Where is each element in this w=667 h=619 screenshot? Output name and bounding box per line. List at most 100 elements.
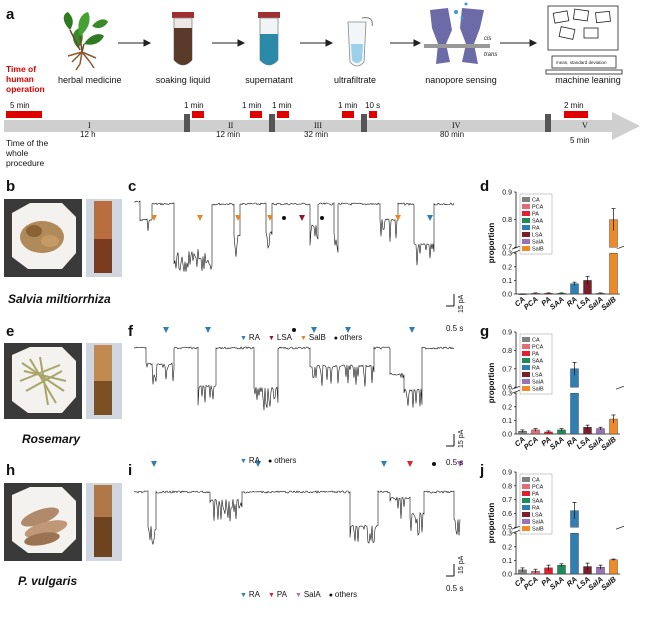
legend-text: RA: [248, 456, 260, 465]
y-tick-label: 0.2: [502, 404, 512, 411]
legend-label: PA: [532, 212, 539, 218]
step-soaking-liquid: soaking liquid: [155, 75, 211, 85]
legend-label: PA: [532, 492, 539, 498]
legend-swatch-sala: [522, 239, 530, 244]
step-machine-learning: machine leaning: [555, 75, 621, 85]
axis-break-mark: [511, 389, 521, 394]
rosemary-photo: [4, 343, 122, 419]
legend-label: SAA: [532, 359, 543, 365]
current-trace-0: [133, 200, 455, 272]
panel-label-h: h: [6, 462, 16, 479]
axis-break-gap: [513, 528, 519, 533]
current-trace-2: [133, 490, 461, 545]
y-tick-label: 0.7: [502, 366, 512, 373]
x-tick-label: SalB: [599, 574, 618, 592]
legend-item-lsa: ▼ LSA: [268, 333, 292, 342]
y-tick-label: 0.8: [502, 217, 512, 224]
y-tick-label: 0.6: [502, 511, 512, 518]
legend-label: PCA: [532, 205, 544, 211]
y-axis-label: proportion: [487, 363, 496, 404]
bar-salb: [609, 559, 618, 575]
panel-label-d: d: [480, 178, 490, 195]
y-axis-label: proportion: [487, 223, 496, 264]
axis-break-mark: [511, 249, 521, 254]
event-marker-1-4: [345, 327, 351, 333]
legend-swatch-ra: [522, 505, 530, 510]
legend-marker: ▼: [268, 335, 277, 342]
bar-chart-j: 0.00.10.20.30.50.60.70.80.9proportionCAP…: [487, 470, 625, 592]
event-marker-0-2: [235, 215, 241, 221]
phase-3-roman: III: [314, 121, 322, 130]
legend-label: CA: [532, 338, 540, 344]
legend-swatch-lsa: [522, 372, 530, 377]
legend-marker: ▼: [240, 335, 249, 342]
event-marker-0-1: [197, 215, 203, 221]
axis-break-mark: [511, 525, 521, 530]
scale-time-c: 0.5 s: [446, 324, 464, 333]
event-marker-0-6: [320, 216, 324, 220]
human-time-marks: [6, 111, 588, 118]
x-tick-label: PCA: [522, 575, 540, 592]
phase-separators: [184, 114, 551, 132]
workflow-illustration: cis trans mean, standard deviation: [4, 2, 640, 140]
legend-swatch-sala: [522, 519, 530, 524]
legend-item-ra: ▼ RA: [240, 456, 260, 465]
panel-label-e: e: [6, 323, 15, 340]
legend-swatch-pa: [522, 351, 530, 356]
legend-label: RA: [532, 506, 540, 512]
phase-1-roman: I: [88, 121, 91, 130]
phase-2-roman: II: [228, 121, 234, 130]
legend-label: PA: [532, 352, 539, 358]
current-trace-1: [134, 346, 455, 411]
x-tick-label: PCA: [522, 295, 540, 312]
panel-label-b: b: [6, 178, 16, 195]
y-tick-label: 0.9: [502, 190, 512, 197]
y-tick-label: 0.7: [502, 497, 512, 504]
trace-legend-i: ▼ RA▼ PA▼ SalA● others: [240, 590, 357, 599]
legend-swatch-lsa: [522, 232, 530, 237]
axis-break-gap: [513, 388, 519, 393]
scale-current-f: 15 pA: [458, 429, 465, 448]
legend-marker: ●: [328, 592, 335, 599]
legend-label: PCA: [532, 345, 544, 351]
y-tick-label: 0.3: [502, 531, 512, 538]
human-time-4: 1 min: [272, 101, 292, 110]
whole-time-label: Time of the whole procedure: [6, 138, 49, 168]
human-time-2: 1 min: [184, 101, 204, 110]
phase-4-duration: 80 min: [440, 130, 465, 139]
herb-name-salvia: Salvia miltiorrhiza: [8, 292, 111, 306]
y-tick-label: 0.3: [502, 251, 512, 258]
legend-item-sala: ▼ SalA: [295, 590, 321, 599]
step-herbal-medicine: herbal medicine: [58, 75, 122, 85]
step-supernatant: supernatant: [245, 75, 293, 85]
legend-swatch-lsa: [522, 512, 530, 517]
legend-label: LSA: [532, 513, 543, 519]
panel-label-f: f: [128, 323, 133, 340]
legend-text: others: [274, 456, 297, 465]
legend-marker: ▼: [268, 592, 277, 599]
y-tick-label: 0.7: [502, 245, 512, 252]
scale-current-i: 15 pA: [458, 555, 465, 574]
x-tick-label: PCA: [522, 435, 540, 452]
y-axis-label: proportion: [487, 503, 496, 544]
event-marker-0-4: [282, 216, 286, 220]
y-tick-label: 0.2: [502, 544, 512, 551]
soaking-tube-icon: [172, 12, 194, 66]
legend-label: RA: [532, 366, 540, 372]
legend-label: LSA: [532, 233, 543, 239]
legend-swatch-ca: [522, 197, 530, 202]
svg-text:trans: trans: [484, 52, 497, 58]
x-tick-label: SAA: [548, 435, 566, 452]
workflow-arrows: [118, 39, 538, 47]
y-tick-label: 0.0: [502, 432, 512, 439]
event-marker-0-5: [299, 215, 305, 221]
y-tick-label: 0.8: [502, 483, 512, 490]
legend-text: others: [339, 333, 363, 342]
axis-break-gap: [513, 248, 519, 253]
y-tick-label: 0.5: [502, 525, 512, 532]
machine-learning-icon: mean, standard deviation: [545, 5, 623, 75]
y-tick-label: 0.1: [502, 558, 512, 565]
legend-label: LSA: [532, 373, 543, 379]
legend-swatch-saa: [522, 218, 530, 223]
